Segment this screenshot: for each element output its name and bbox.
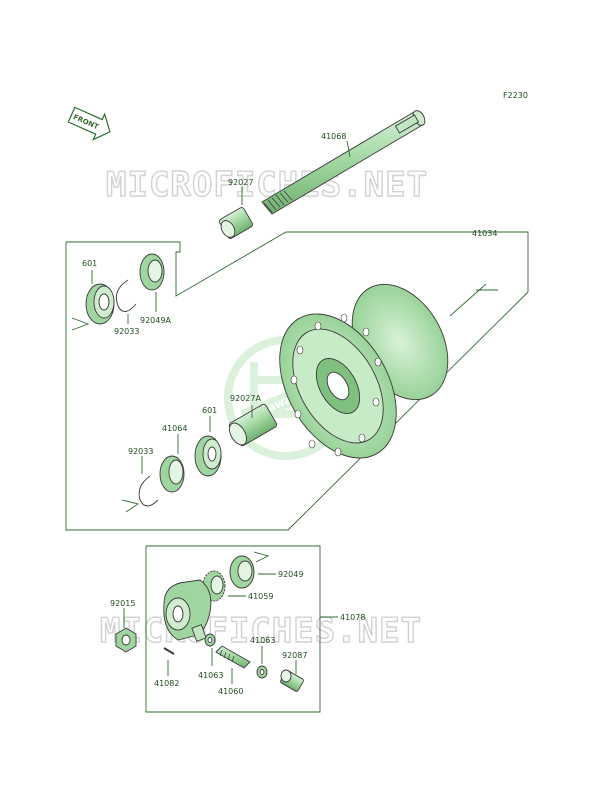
leader-92033-mid-arrow (121, 499, 140, 513)
seal-41064 (159, 455, 185, 493)
label-92027: 92027 (228, 178, 253, 187)
label-41064: 41064 (162, 424, 187, 433)
axle-41068 (261, 110, 426, 215)
oil-seal-92049 (229, 555, 255, 589)
label-92033-mid: 92033 (128, 447, 153, 456)
hub-group-outline (145, 545, 321, 713)
leader-axle-direction (449, 283, 487, 317)
label-41063-a: 41063 (198, 671, 223, 680)
leader-601-top-arrow (71, 317, 90, 331)
label-41034: 41034 (472, 229, 497, 238)
label-41078: 41078 (340, 613, 365, 622)
label-41060: 41060 (218, 687, 243, 696)
washer-41063-b (256, 665, 268, 679)
leader-92049-arrow (253, 551, 270, 563)
bushing-92087 (280, 669, 304, 692)
pinion-41060 (215, 645, 251, 669)
bearing-601-mid (194, 435, 222, 477)
label-41063-b: 41063 (250, 636, 275, 645)
label-92015: 92015 (110, 599, 135, 608)
nut-92015 (115, 627, 137, 653)
collar-92027A (228, 403, 278, 447)
oil-seal-92049A (139, 253, 165, 291)
pin-41082 (163, 647, 175, 655)
circlip-92033-top (115, 279, 137, 312)
label-601-top: 601 (82, 259, 97, 268)
label-92049: 92049 (278, 570, 303, 579)
label-92033-top: 92033 (114, 327, 139, 336)
meter-gear-housing (163, 579, 212, 642)
label-601-mid: 601 (202, 406, 217, 415)
label-41082: 41082 (154, 679, 179, 688)
watermark-bottom: MICROFICHES.NET (100, 611, 422, 651)
label-92027A: 92027A (230, 394, 261, 403)
label-41059: 41059 (248, 592, 273, 601)
label-92087: 92087 (282, 651, 307, 660)
wheel-group-outline (65, 231, 529, 531)
label-92049A: 92049A (140, 316, 171, 325)
washer-41063-a (204, 633, 216, 647)
wheel-hub-41034 (279, 283, 449, 459)
figure-code: F2230 (503, 91, 528, 100)
label-41068: 41068 (321, 132, 346, 141)
collar-92027 (219, 207, 253, 239)
leader-41068 (346, 140, 351, 158)
circlip-92033-mid (138, 475, 159, 507)
front-arrow-icon: FRONT (67, 106, 111, 141)
bearing-601-top (85, 283, 115, 325)
